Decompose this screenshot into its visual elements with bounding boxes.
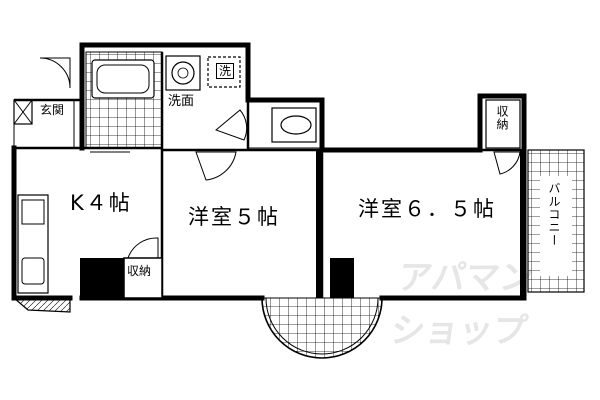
top-storage [485, 99, 521, 149]
toilet-bowl [280, 115, 312, 135]
room-label-western-5: 洋室５帖 [188, 205, 280, 229]
kitchen-stove [21, 199, 45, 225]
storage-top-label: 収納 [495, 105, 509, 131]
washroom-label: 洗面 [168, 94, 195, 109]
room-label-western-65: 洋室６．５帖 [358, 197, 496, 221]
balcony-label: バルコニー [547, 182, 561, 247]
entrance-label: 玄関 [40, 103, 65, 117]
corner-window [13, 297, 71, 313]
kitchen-sink [21, 257, 45, 285]
bathtub-inner [96, 64, 150, 94]
washer-label: 洗 [216, 63, 235, 79]
wall-blocks [80, 150, 526, 298]
window-marks [13, 170, 323, 200]
storage-kitchen-label: 収納 [127, 264, 152, 278]
bay-window [261, 298, 383, 359]
door-swings [39, 57, 521, 259]
room-label-kitchen: K４帖 [70, 191, 132, 215]
sink-basin [171, 61, 195, 85]
entrance-shoe-box-x [13, 99, 33, 125]
